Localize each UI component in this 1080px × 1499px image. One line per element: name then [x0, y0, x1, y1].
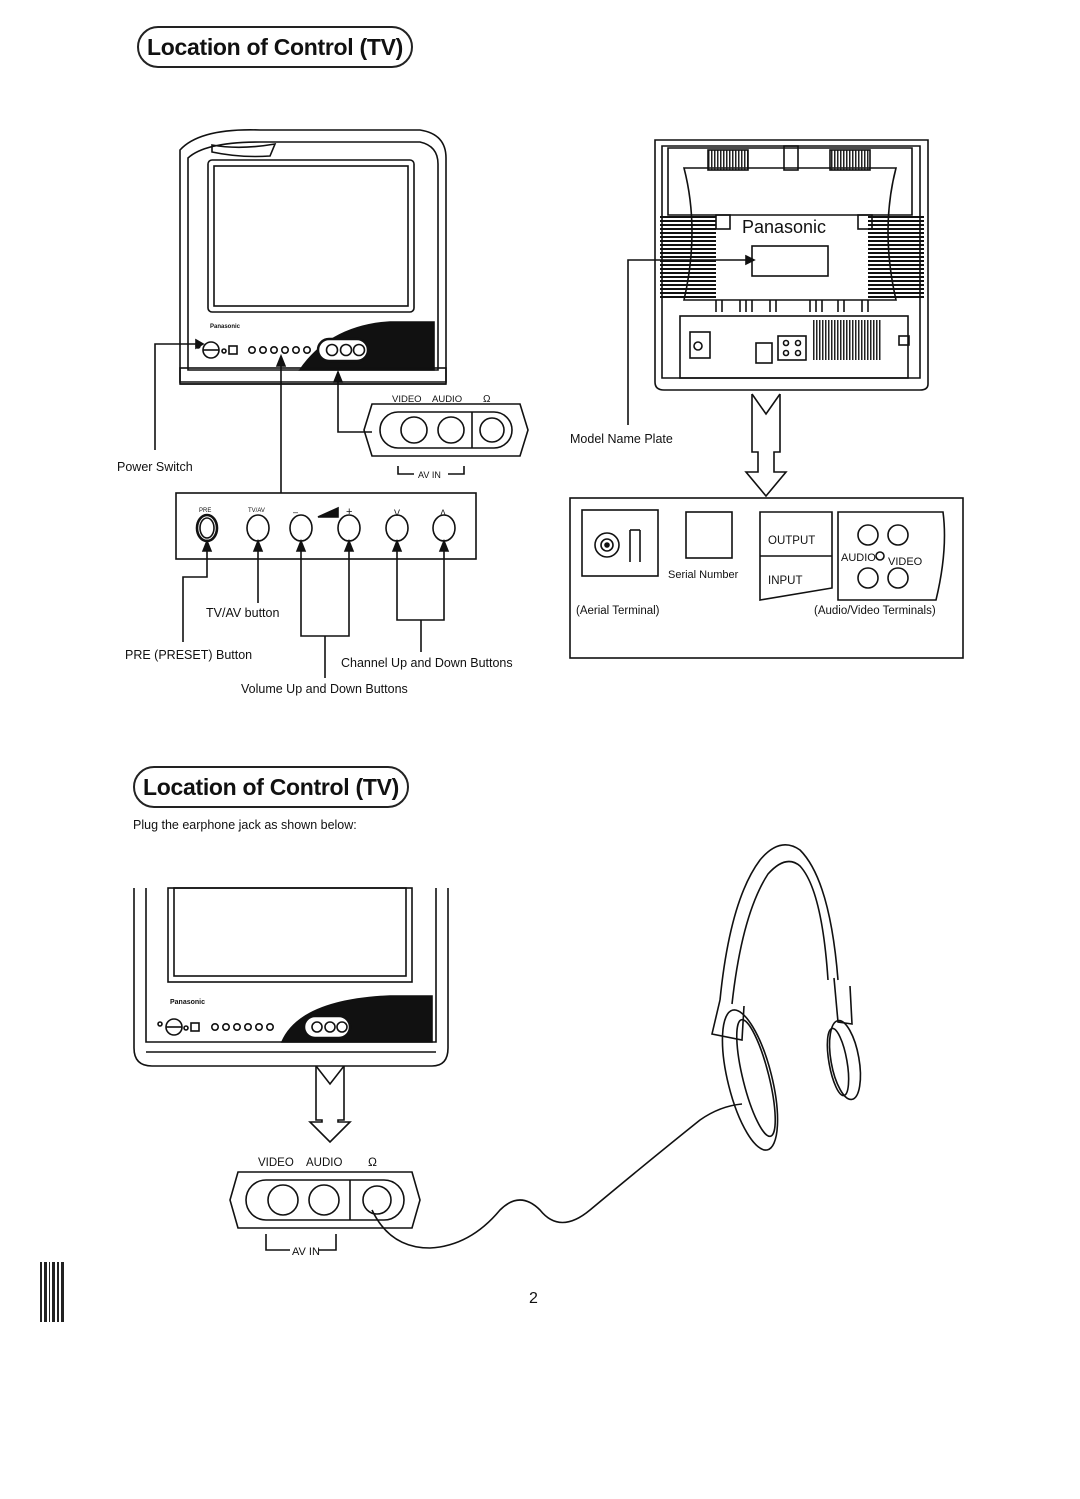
- vol-up-button: [337, 514, 361, 542]
- rear-brand-logo: Panasonic: [742, 217, 826, 237]
- audio-text: AUDIO: [841, 552, 876, 564]
- model-name-plate-label: Model Name Plate: [570, 432, 673, 446]
- tvav-text: TV/AV: [248, 508, 265, 514]
- bottom-brand-logo: Panasonic: [170, 999, 205, 1006]
- pre-text: PRE: [199, 508, 211, 514]
- front-brand-logo: Panasonic: [210, 324, 241, 330]
- bottom-tv: [133, 887, 449, 1067]
- bottom-av-headphone-label: Ω: [368, 1155, 377, 1169]
- av-video-label: VIDEO: [392, 394, 422, 405]
- front-tv-screen: [207, 159, 415, 313]
- av-headphone-label: Ω: [483, 394, 491, 405]
- bottom-headphone-jack: [362, 1185, 392, 1215]
- bottom-av-jacks: [302, 1014, 352, 1040]
- output-text: OUTPUT: [768, 535, 815, 547]
- bottom-av-audio-label: AUDIO: [306, 1157, 342, 1169]
- rear-tv: [654, 139, 929, 391]
- tv-av-button-label: TV/AV button: [206, 606, 280, 620]
- page-number: 2: [529, 1290, 538, 1307]
- channel-buttons-label: Channel Up and Down Buttons: [341, 656, 513, 670]
- bottom-av-video-label: VIDEO: [258, 1157, 294, 1169]
- ch-down-text: V: [394, 508, 400, 518]
- bottom-audio-jack: [308, 1184, 340, 1216]
- input-text: INPUT: [768, 575, 803, 587]
- vol-down-button: [289, 514, 313, 542]
- control-panel: [175, 492, 477, 560]
- earphone-instruction: Plug the earphone jack as shown below:: [133, 818, 357, 832]
- bottom-zoom-arrow: [308, 1065, 352, 1144]
- front-tv: [179, 129, 447, 385]
- vol-up-text: +: [346, 506, 352, 518]
- bottom-button-row: [211, 1022, 274, 1031]
- bottom-av-in-label: AV IN: [292, 1246, 320, 1258]
- section-title-bottom: Location of Control (TV): [133, 766, 409, 808]
- ch-down-button: [385, 514, 409, 542]
- av-in-label: AV IN: [418, 470, 441, 480]
- pre-preset-button-label: PRE (PRESET) Button: [125, 648, 253, 662]
- headphones-icon: [711, 844, 862, 1151]
- av-in-panel: [363, 403, 529, 475]
- serial-number-text: Serial Number: [668, 569, 739, 581]
- headphone-cable: [371, 1103, 743, 1249]
- volume-ramp-icon: [317, 506, 339, 518]
- ch-up-button: [432, 514, 456, 542]
- bottom-av-in-panel: [229, 1171, 421, 1251]
- av-audio-label: AUDIO: [432, 394, 462, 405]
- power-switch-icon: [195, 341, 238, 359]
- power-switch-label: Power Switch: [117, 460, 193, 474]
- volume-buttons-label: Volume Up and Down Buttons: [241, 682, 408, 696]
- tv-av-button: [246, 514, 270, 542]
- scan-barcode-artifact: [40, 1262, 64, 1322]
- output-input-box: [759, 511, 833, 601]
- av-terminals-label: (Audio/Video Terminals): [814, 605, 936, 617]
- serial-number-box: [685, 511, 733, 559]
- model-name-plate: [751, 245, 829, 277]
- vol-down-text: –: [293, 507, 298, 517]
- section-title-top: Location of Control (TV): [137, 26, 413, 68]
- aerial-terminal-label: (Aerial Terminal): [576, 605, 660, 617]
- rear-terminal-panel: [569, 497, 964, 659]
- video-text: VIDEO: [888, 556, 923, 568]
- front-av-jacks: [316, 337, 370, 363]
- bottom-dark-panel: [280, 995, 433, 1043]
- bottom-video-jack: [267, 1184, 299, 1216]
- ch-up-text: Λ: [440, 508, 446, 518]
- av-terminals-box: [837, 511, 946, 601]
- aerial-terminal: [581, 509, 659, 577]
- bottom-power-switch-icon: [157, 1018, 200, 1036]
- front-button-row: [248, 345, 311, 354]
- rear-zoom-arrow: [744, 393, 788, 498]
